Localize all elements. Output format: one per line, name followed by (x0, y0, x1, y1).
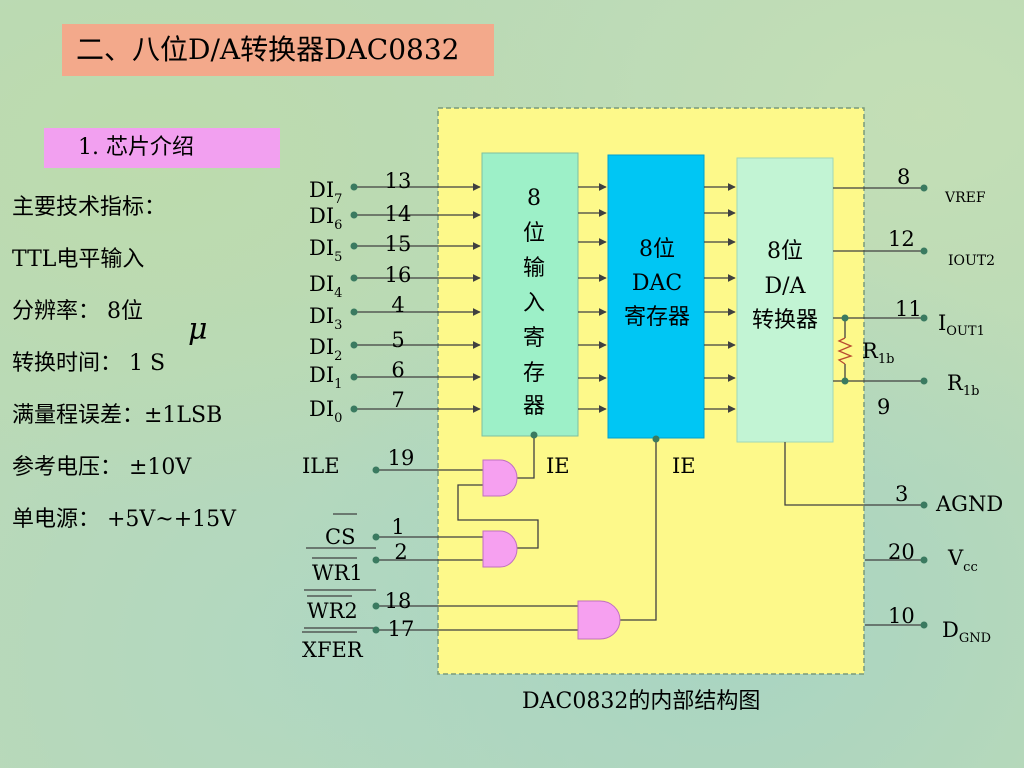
page-title: 二、八位D/A转换器DAC0832 (62, 24, 494, 76)
pin-label-dgnd: DGND (942, 618, 991, 646)
converter-line: 转换器 (752, 308, 818, 333)
pin-number: 12 (888, 227, 915, 251)
pin-number: 4 (391, 293, 404, 317)
and-gate-cs-wr1 (482, 530, 518, 568)
spec-full-scale-error: 满量程误差：±1LSB (12, 403, 223, 428)
input-register-char: 输 (523, 256, 545, 281)
pin-label-di1: DI1 (309, 363, 342, 392)
converter-line: 8位 (767, 239, 803, 264)
ie-label-input: IE (546, 454, 570, 478)
data-bus-arrows (578, 183, 736, 413)
and-gates (482, 459, 621, 640)
pin-label-ile: ILE (302, 454, 340, 478)
pin-number: 13 (385, 169, 412, 193)
input-register-char: 器 (523, 394, 545, 419)
input-register-char: 入 (523, 291, 545, 316)
mu-symbol: μ (188, 312, 208, 347)
pin-number: 16 (385, 263, 412, 287)
pin-label-agnd: AGND (935, 492, 1003, 516)
pin-number: 15 (385, 232, 412, 256)
converter-line: D/A (765, 274, 807, 299)
connection-dots (350, 183, 928, 634)
pin-number: 20 (888, 540, 915, 564)
pin-label-di3: DI3 (309, 304, 342, 333)
pin-label-wr2: WR2 (307, 599, 358, 623)
spec-conversion-time: 转换时间： 1 S (12, 351, 166, 376)
dac-register-line: 寄存器 (624, 305, 690, 330)
spec-reference: 参考电压： ±10V (12, 455, 192, 480)
pin-number: 2 (394, 540, 407, 564)
pin-label-xfer: XFER (302, 638, 364, 662)
pin-number: 9 (877, 395, 890, 419)
pin-number: 5 (391, 328, 404, 352)
dac-register-line: DAC (632, 271, 682, 296)
pin-number: 17 (388, 617, 415, 641)
pin-label-iout2: IOUT2 (948, 253, 995, 269)
section-subtitle: 1. 芯片介绍 (44, 128, 280, 168)
input-register-char: 位 (523, 221, 545, 246)
pin-number: 8 (897, 165, 910, 189)
ie-label-dac: IE (672, 454, 696, 478)
input-register-char: 存 (523, 361, 545, 386)
pin-label-di6: DI6 (309, 204, 342, 233)
input-register-char: 8 (527, 186, 541, 211)
pin-label-vref: VREF (944, 190, 986, 206)
input-register-block (481, 152, 579, 437)
spec-heading: 主要技术指标： (12, 195, 167, 220)
pin-label-wr1: WR1 (312, 561, 363, 585)
diagram-caption: DAC0832的内部结构图 (522, 689, 760, 714)
di-pin-dot (350, 405, 358, 413)
converter-block (736, 157, 834, 443)
spec-list: 主要技术指标： TTL电平输入 分辨率： 8位 转换时间： 1 S 满量程误差：… (12, 188, 236, 552)
pin-number: 7 (391, 388, 404, 412)
di-pin-dot (350, 341, 358, 349)
pin-label-di7: DI7 (309, 178, 342, 207)
spec-resolution: 分辨率： 8位 (12, 299, 143, 324)
input-register-char: 寄 (523, 326, 545, 351)
di-pin-dot (350, 308, 358, 316)
spec-power: 单电源： +5V~+15V (12, 507, 237, 532)
pin-number: 18 (385, 589, 412, 613)
di-input-lines (354, 183, 481, 413)
di-pin-dot (350, 183, 358, 191)
pin-label-vcc: Vcc (947, 546, 978, 575)
pin-label-iout1: IOUT1 (938, 311, 985, 339)
pin-number: 11 (895, 297, 922, 321)
pin-number: 10 (888, 604, 915, 628)
and-gate-wr2-xfer (577, 600, 621, 640)
pin-label-di2: DI2 (309, 335, 342, 364)
pin-number: 3 (895, 482, 908, 506)
and-gate-ile (482, 459, 518, 497)
pin-number: 14 (385, 202, 412, 226)
label-overbars (302, 557, 357, 633)
pin-number: 6 (391, 358, 404, 382)
pin-label-di0: DI0 (309, 397, 342, 426)
resistor-label: R1b (862, 339, 894, 367)
di-pin-dot (350, 211, 358, 219)
pin-number: 19 (388, 446, 415, 470)
di-pin-dot (350, 274, 358, 282)
di-pin-dot (350, 373, 358, 381)
pin-label-rfb: R1b (947, 371, 979, 399)
pin-label-cs: CS (325, 525, 355, 549)
dac-register-line: 8位 (639, 237, 675, 262)
pin-number: 1 (391, 515, 404, 539)
pin-label-di4: DI4 (309, 272, 342, 301)
dac-register-block (607, 154, 705, 439)
di-pin-dot (350, 242, 358, 250)
pin-label-di5: DI5 (309, 236, 342, 265)
spec-input: TTL电平输入 (12, 247, 145, 272)
